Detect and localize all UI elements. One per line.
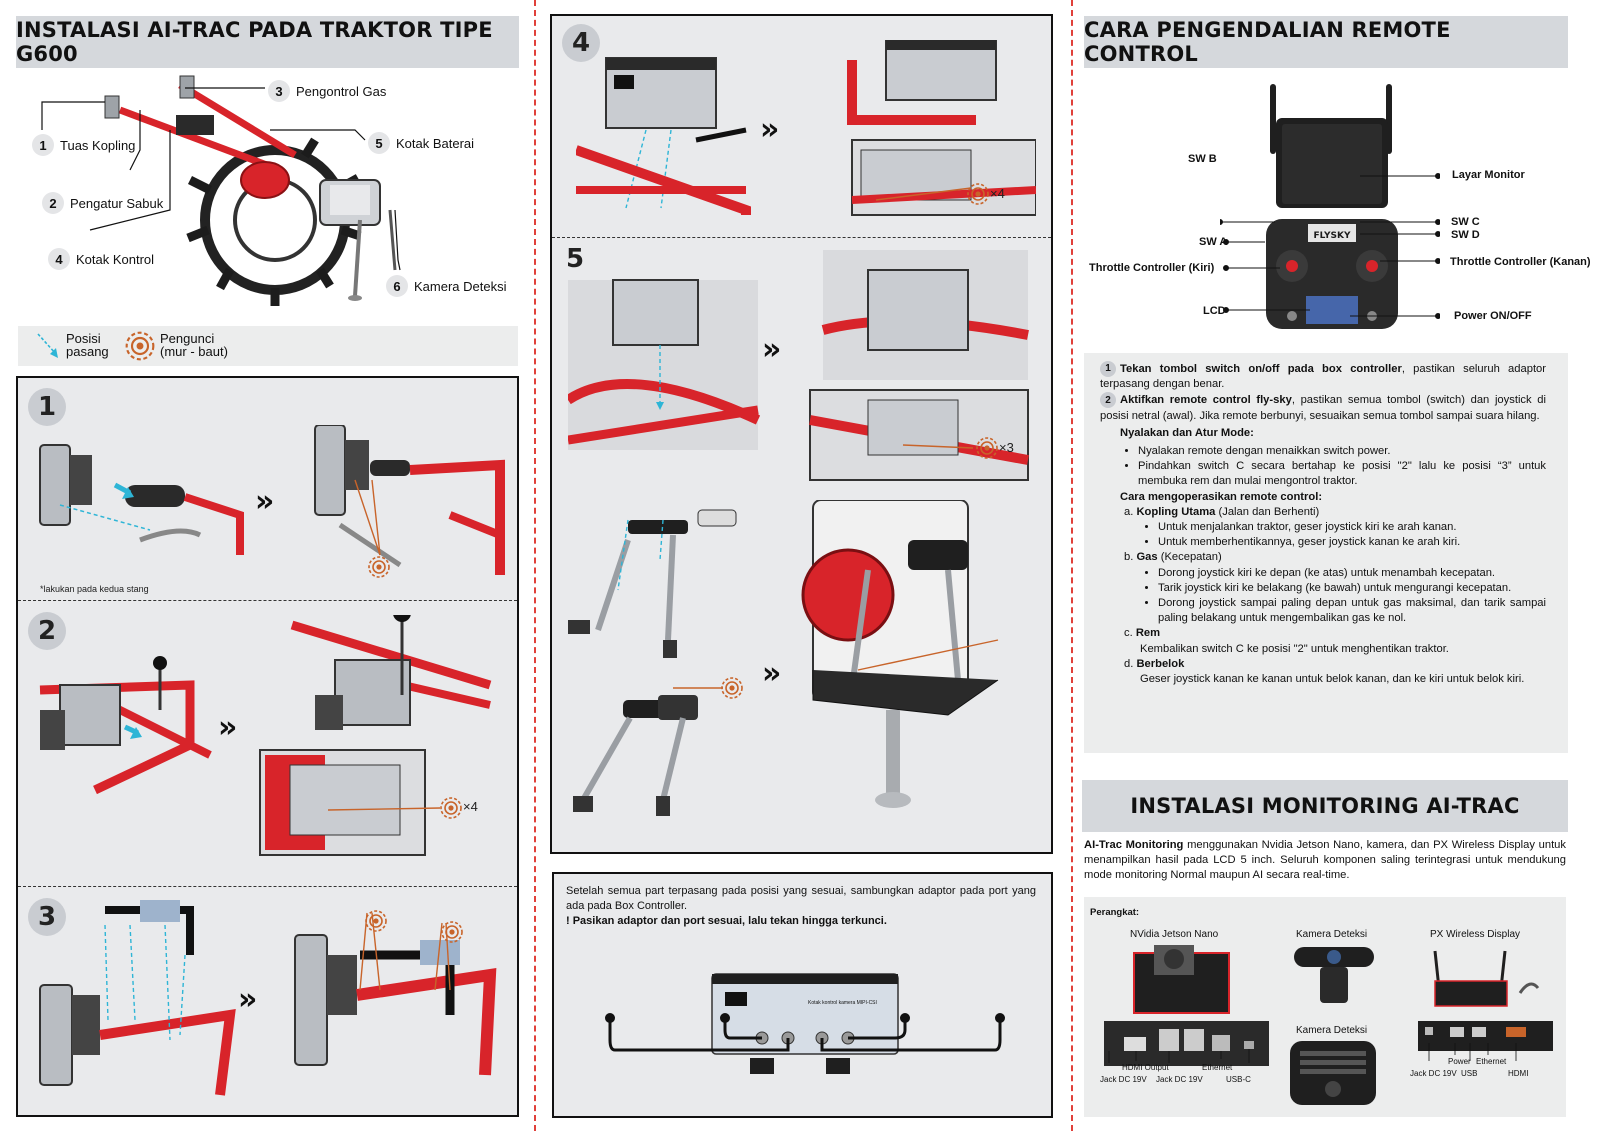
remote-control-illustration: FLYSKY xyxy=(1266,84,1398,329)
camera-illustration xyxy=(1294,947,1374,1003)
perangkat-label: Perangkat: xyxy=(1090,907,1140,918)
keyboard-illustration xyxy=(1290,1041,1376,1105)
step-3-arrow-icon: » xyxy=(238,982,258,1017)
devices-box: Perangkat: NVidia Jetson Nano HDMI Outpu… xyxy=(1084,897,1566,1117)
step-5-gear-icon-b xyxy=(721,677,743,699)
legend-posisi-line1: Posisi xyxy=(66,331,101,346)
dashed-arrow-icon xyxy=(37,333,58,358)
instr-badge-2: 2 xyxy=(1100,392,1116,409)
step-4-arrow-icon: » xyxy=(760,112,780,147)
step-5-count: ×3 xyxy=(999,440,1014,455)
col3-header: CARA PENGENDALIAN REMOTE CONTROL xyxy=(1084,16,1568,68)
mode-title: Nyalakan dan Atur Mode: xyxy=(1120,426,1254,439)
step-2-illustration xyxy=(39,615,492,856)
step-3-gear-icon-a xyxy=(365,910,387,932)
legend: Posisi pasang Pengunci (mur - baut) xyxy=(18,326,518,366)
col3-title: CARA PENGENDALIAN REMOTE CONTROL xyxy=(1084,18,1451,66)
step-3-badge: 3 xyxy=(28,898,66,936)
step-2-gear-icon xyxy=(440,797,462,819)
adapter-box-illustration xyxy=(605,973,1005,1074)
step-4-count: ×4 xyxy=(990,186,1005,201)
legend-posisi-line2: pasang xyxy=(66,344,109,359)
jetson-port-dc2: Jack DC 19V xyxy=(1156,1075,1203,1084)
rc-label-sw-d: SW D xyxy=(1451,229,1480,241)
step-5-gear-icon-a xyxy=(976,437,998,459)
adapter-warning: ! Pasikan adaptor dan port sesuai, lalu … xyxy=(566,915,887,927)
pengunci-gear-icon xyxy=(125,331,155,361)
step-5-arrow-icon-top: » xyxy=(762,332,782,367)
monitoring-intro: AI-Trac Monitoring menggunakan Nvidia Je… xyxy=(1084,839,1566,882)
px-display-illustration xyxy=(1418,950,1553,1061)
column-divider-right xyxy=(1071,0,1073,1131)
step-1-arrow-icon: » xyxy=(255,484,275,519)
step-1-badge: 1 xyxy=(28,388,66,426)
camera2-name: Kamera Deteksi xyxy=(1296,1025,1368,1036)
jetson-port-dc1: Jack DC 19V xyxy=(1100,1075,1147,1084)
step-5-arrow-icon-bottom: » xyxy=(762,656,782,691)
steps-1-3-panel xyxy=(16,376,519,1117)
step-4-illustration xyxy=(576,40,1036,216)
op-title: Cara mengoperasikan remote control: xyxy=(1120,490,1323,503)
rc-label-monitor: Layar Monitor xyxy=(1452,169,1525,181)
step-4-gear-icon xyxy=(967,183,989,205)
step-3-illustration xyxy=(39,900,497,1096)
step-1-gear-icon xyxy=(368,556,390,578)
legend-pengunci-line1: Pengunci xyxy=(160,331,215,346)
column-divider-left xyxy=(534,0,536,1131)
step-4-badge: 4 xyxy=(562,24,600,62)
px-name: PX Wireless Display xyxy=(1430,929,1521,940)
step-2-badge: 2 xyxy=(28,612,66,650)
rc-label-sw-a: SW A xyxy=(1199,236,1228,248)
tractor-overview-illustration xyxy=(41,75,401,306)
step-5-label: 5 xyxy=(566,244,585,274)
step-2-count: ×4 xyxy=(463,799,478,814)
step-2-arrow-icon: » xyxy=(218,710,238,745)
camera1-name: Kamera Deteksi xyxy=(1296,929,1368,940)
jetson-port-hdmi: HDMI Output xyxy=(1122,1063,1169,1072)
step-5-top-illustration xyxy=(568,250,1029,481)
legend-pengunci-line2: (mur - baut) xyxy=(160,344,228,359)
jetson-nano-illustration xyxy=(1104,945,1269,1066)
mode-item: Nyalakan remote dengan menaikkan switch … xyxy=(1138,444,1546,459)
px-port-power: Power xyxy=(1448,1057,1471,1066)
rc-label-throttle-left: Throttle Controller (Kiri) xyxy=(1089,262,1215,274)
px-port-usb: USB xyxy=(1461,1069,1478,1078)
rc-label-throttle-right: Throttle Controller (Kanan) xyxy=(1450,256,1591,268)
adapter-text: Setelah semua part terpasang pada posisi… xyxy=(566,885,1036,912)
adapter-box-label: Kotak kontrol kamera MIPI-CSI xyxy=(808,1000,877,1006)
jetson-port-usbc: USB-C xyxy=(1226,1075,1251,1084)
remote-brand: FLYSKY xyxy=(1314,231,1351,241)
rc-label-sw-b: SW B xyxy=(1188,153,1217,165)
rc-label-lcd: LCD xyxy=(1203,305,1226,317)
monitoring-header: INSTALASI MONITORING AI-TRAC xyxy=(1082,780,1568,832)
mode-item: Pindahkan switch C secara bertahap ke po… xyxy=(1138,459,1546,489)
px-port-hdmi: HDMI xyxy=(1508,1069,1529,1078)
col1-title: INSTALASI AI-TRAC PADA TRAKTOR TIPE G600 xyxy=(16,18,493,66)
px-port-ethernet: Ethernet xyxy=(1476,1057,1507,1066)
rc-label-sw-c: SW C xyxy=(1451,216,1480,228)
rc-label-power: Power ON/OFF xyxy=(1454,310,1532,322)
jetson-name: NVidia Jetson Nano xyxy=(1130,929,1219,940)
instr-badge-1: 1 xyxy=(1100,361,1116,377)
px-port-dc: Jack DC 19V xyxy=(1410,1069,1457,1078)
step-5-bottom-illustration xyxy=(568,500,999,816)
col1-header: INSTALASI AI-TRAC PADA TRAKTOR TIPE G600 xyxy=(16,16,519,68)
step-1-note: *lakukan pada kedua stang xyxy=(40,584,149,594)
step-1-illustration xyxy=(39,425,505,575)
monitoring-title: INSTALASI MONITORING AI-TRAC xyxy=(1130,794,1520,818)
jetson-port-ethernet: Ethernet xyxy=(1202,1063,1233,1072)
step-3-gear-icon-b xyxy=(441,921,463,943)
